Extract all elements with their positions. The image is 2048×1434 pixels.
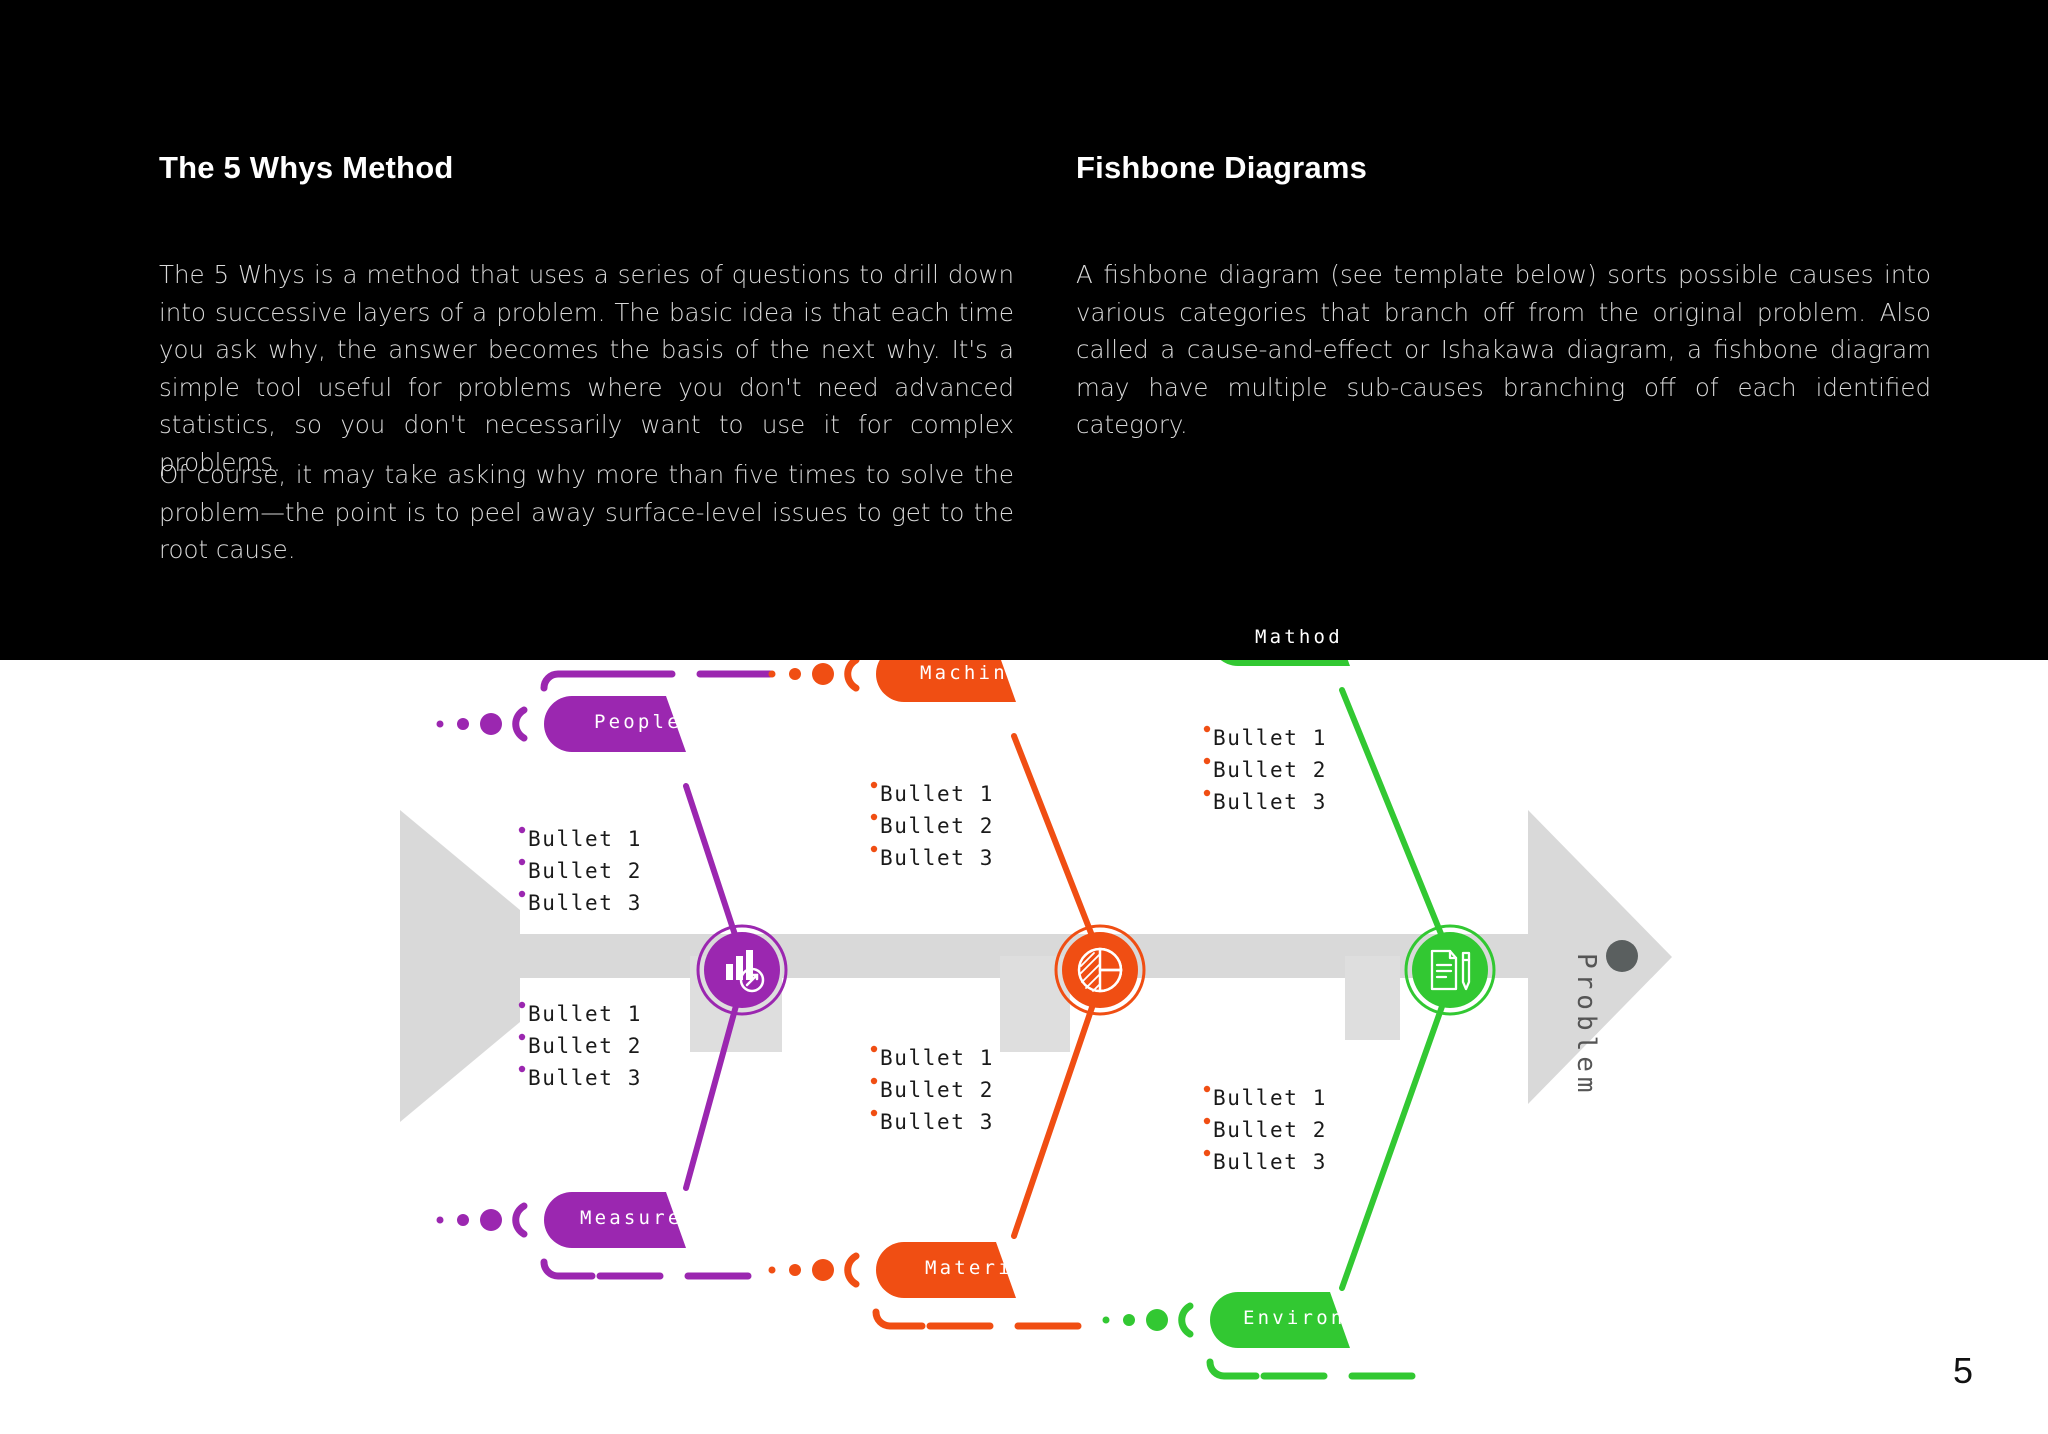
- page-number: 5: [1952, 1350, 1973, 1391]
- branch-pill-mathod[interactable]: [1103, 660, 1409, 666]
- bullet-measurement-2: Bullet 2: [528, 1034, 642, 1058]
- branch-pill-measurement[interactable]: [436, 1192, 752, 1280]
- bar-chart-arrow-icon: [726, 950, 765, 993]
- pill-accent-arc: [540, 670, 676, 692]
- rib-block-3: [1345, 956, 1400, 1040]
- bone-material: [1011, 981, 1103, 1239]
- bullet-environment-2: Bullet 2: [1213, 1118, 1327, 1142]
- pill-body[interactable]: [1210, 1292, 1350, 1348]
- pill-accent-arc: [872, 1308, 926, 1330]
- bullet-mathod-1: Bullet 1: [1213, 726, 1327, 750]
- bullet-machine-1: Bullet 1: [880, 782, 994, 806]
- pill-dot-medium: [789, 668, 801, 680]
- branch-pill-environment[interactable]: [1102, 1292, 1416, 1380]
- pill-bracket: [844, 1252, 860, 1288]
- left-column-paragraph-2: Of course, it may take asking why more t…: [159, 460, 1014, 564]
- pill-dot-small: [768, 1266, 776, 1274]
- pill-dot-small: [1102, 1316, 1110, 1324]
- pill-dot-medium: [1123, 1314, 1135, 1326]
- rib-block-2: [1000, 956, 1070, 1052]
- bullet-environment-3: Bullet 3: [1213, 1150, 1327, 1174]
- pill-bracket: [1178, 1302, 1194, 1338]
- pie-chart-icon: [1077, 947, 1123, 993]
- pill-dot-small: [768, 670, 776, 678]
- spine-group: [400, 810, 1672, 1122]
- pill-body[interactable]: [544, 696, 686, 752]
- fishbone-panel: People Measurement Machine Material Math…: [0, 626, 2048, 1434]
- document-pen-icon: [1430, 949, 1471, 991]
- tail-fin: [400, 810, 520, 1122]
- pill-dot-large: [480, 1209, 502, 1231]
- bullet-people-2: Bullet 2: [528, 859, 642, 883]
- bullet-mathod-2: Bullet 2: [1213, 758, 1327, 782]
- node-badge-orange[interactable]: [1054, 924, 1146, 1016]
- fishbone-diagram: [400, 660, 1672, 1380]
- left-column-paragraph-1: The 5 Whys is a method that uses a serie…: [159, 260, 1014, 477]
- pill-body[interactable]: [544, 1192, 686, 1248]
- bone-measurement: [683, 981, 745, 1191]
- problem-head-arrow: [1528, 810, 1672, 1104]
- bone-mathod: [1339, 687, 1453, 959]
- bullet-measurement-3: Bullet 3: [528, 1066, 642, 1090]
- pill-dot-small: [436, 1216, 444, 1224]
- branch-pill-machine[interactable]: [768, 660, 1099, 702]
- pill-dot-medium: [789, 1264, 801, 1276]
- pill-accent-arc: [540, 1258, 596, 1280]
- pill-dot-large: [812, 1259, 834, 1281]
- bone-machine: [1011, 733, 1103, 959]
- pill-dot-large: [1146, 1309, 1168, 1331]
- right-column-paragraph-1: A fishbone diagram (see template below) …: [1076, 260, 1931, 439]
- pill-dot-medium: [457, 718, 469, 730]
- bullet-machine-2: Bullet 2: [880, 814, 994, 838]
- pill-dot-medium: [457, 1214, 469, 1226]
- pill-bracket: [844, 660, 860, 692]
- bullet-mathod-3: Bullet 3: [1213, 790, 1327, 814]
- right-column-title: Fishbone Diagrams: [1076, 150, 1368, 185]
- node-badge-purple[interactable]: [696, 924, 788, 1016]
- branch-pill-material[interactable]: [768, 1242, 1082, 1330]
- branch-bones: [683, 687, 1453, 1291]
- pill-body[interactable]: [876, 1242, 1016, 1298]
- pill-accent-arc: [1206, 1358, 1260, 1380]
- intro-panel: The 5 Whys Method The 5 Whys is a method…: [0, 0, 2048, 660]
- left-column-title: The 5 Whys Method: [159, 150, 454, 185]
- bullet-material-3: Bullet 3: [880, 1110, 994, 1134]
- node-badge-green[interactable]: [1404, 924, 1496, 1016]
- bullet-people-3: Bullet 3: [528, 891, 642, 915]
- pill-body[interactable]: [876, 660, 1016, 702]
- bullet-measurement-1: Bullet 1: [528, 1002, 642, 1026]
- pill-dot-large: [480, 713, 502, 735]
- branch-pill-people[interactable]: [436, 670, 774, 752]
- bone-environment: [1339, 981, 1453, 1291]
- bullet-people-1: Bullet 1: [528, 827, 642, 851]
- pill-body[interactable]: [1210, 660, 1350, 666]
- problem-head-dot: [1606, 940, 1638, 972]
- pill-dot-large: [812, 663, 834, 685]
- pill-dot-small: [436, 720, 444, 728]
- bullet-environment-1: Bullet 1: [1213, 1086, 1327, 1110]
- pill-bracket: [512, 1202, 528, 1238]
- bullet-material-1: Bullet 1: [880, 1046, 994, 1070]
- pill-bracket: [512, 706, 528, 742]
- bullet-material-2: Bullet 2: [880, 1078, 994, 1102]
- bone-people: [683, 783, 745, 959]
- problem-head-label: Problem: [1571, 953, 1601, 1098]
- bullet-machine-3: Bullet 3: [880, 846, 994, 870]
